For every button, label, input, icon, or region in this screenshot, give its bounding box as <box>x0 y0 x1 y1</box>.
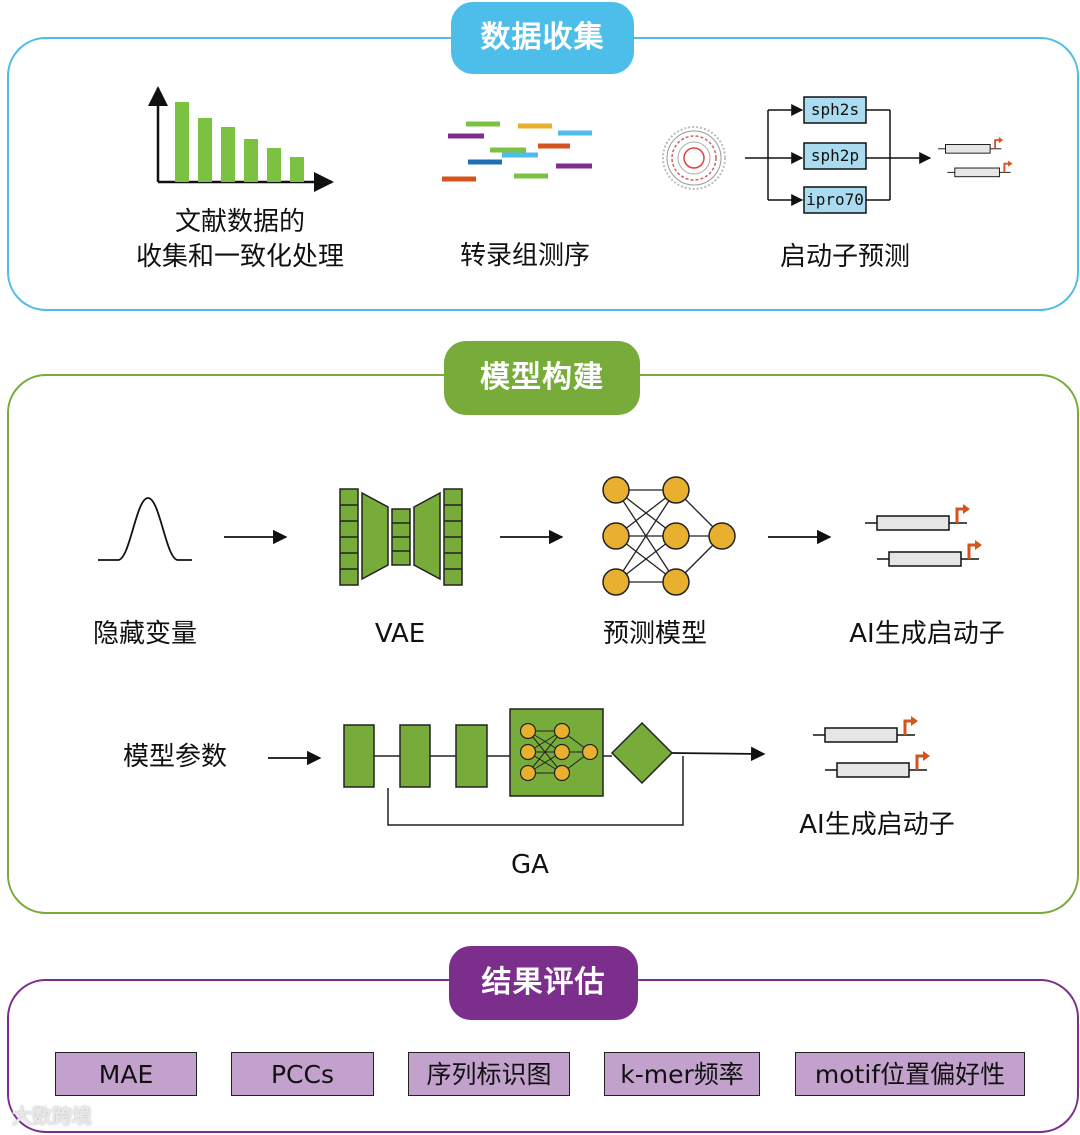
ga-loop <box>374 746 766 826</box>
ga-network-icon <box>519 722 599 782</box>
label-vae: VAE <box>374 619 426 649</box>
metric-sequence-logo: 序列标识图 <box>408 1052 570 1096</box>
metric-motif-position: motif位置偏好性 <box>795 1052 1025 1096</box>
metric-pccs: PCCs <box>231 1052 374 1096</box>
predicted-promoters-icon <box>937 136 1014 178</box>
gaussian-curve-icon <box>98 497 192 561</box>
tool-label-ipro70: ipro70 <box>806 190 864 209</box>
label-ai-promoter-2: AI生成启动子 <box>799 810 955 840</box>
label-promoter-prediction: 启动子预测 <box>779 242 910 272</box>
tool-label-sph2s: sph2s <box>810 100 860 119</box>
generated-promoters-icon-2 <box>811 714 932 779</box>
neural-network-icon <box>602 476 736 596</box>
prediction-flow <box>745 104 932 206</box>
metric-kmer-frequency: k-mer频率 <box>604 1052 760 1096</box>
genome-circle-icon <box>662 126 726 190</box>
generated-promoters-icon-1 <box>863 502 984 568</box>
vae-icon <box>339 488 463 586</box>
section-title-model-building: 模型构建 <box>444 341 640 415</box>
label-model-params: 模型参数 <box>122 742 227 772</box>
label-latent-variable: 隐藏变量 <box>92 619 197 649</box>
label-literature-line1: 文献数据的 <box>174 207 305 237</box>
label-literature-line2: 收集和一致化处理 <box>135 242 344 272</box>
section-title-data-collection: 数据收集 <box>451 2 634 74</box>
sequencing-reads-icon <box>442 121 592 182</box>
ga-blocks <box>343 708 674 797</box>
tool-boxes <box>803 96 867 214</box>
label-ai-promoter-1: AI生成启动子 <box>849 619 1005 649</box>
bar-chart-icon <box>148 86 334 192</box>
tool-label-sph2p: sph2p <box>810 146 860 165</box>
label-predictor: 预测模型 <box>602 619 707 649</box>
watermark: 大数跨境 <box>12 1104 92 1128</box>
label-rnaseq: 转录组测序 <box>459 241 590 271</box>
section-title-evaluation: 结果评估 <box>449 946 638 1020</box>
label-ga: GA <box>511 850 549 880</box>
metric-mae: MAE <box>55 1052 197 1096</box>
